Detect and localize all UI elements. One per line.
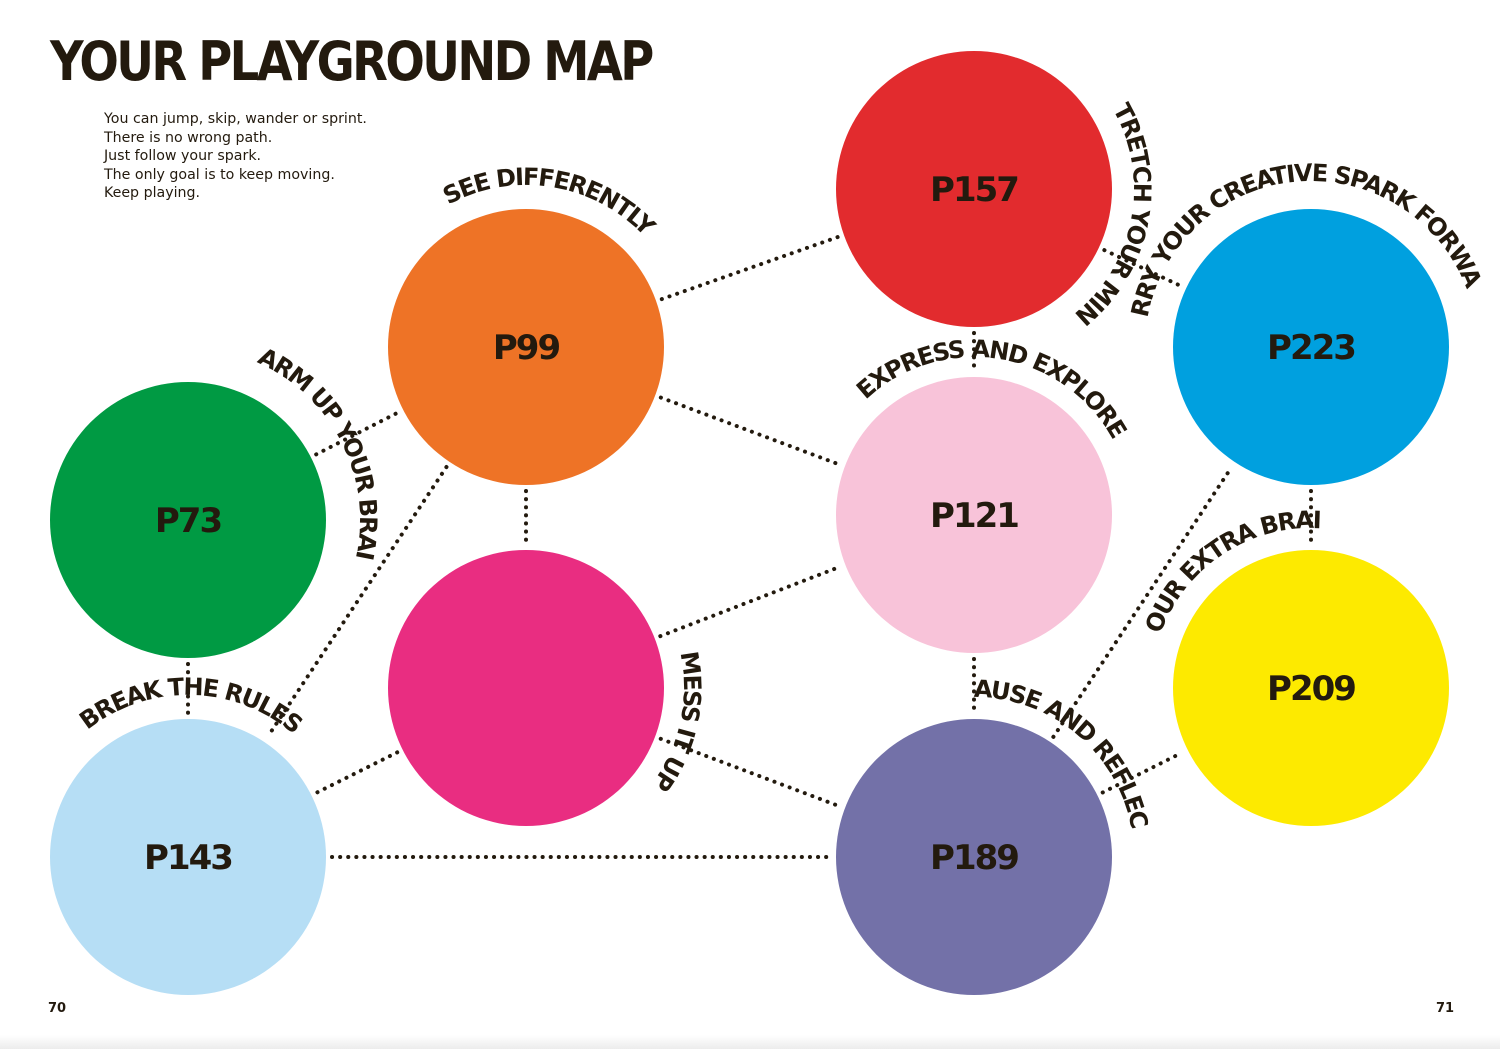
intro-line: There is no wrong path. [104, 129, 273, 146]
node-circle[interactable] [1173, 550, 1449, 826]
node-circle[interactable] [836, 51, 1112, 327]
intro-line: The only goal is to keep moving. [104, 166, 335, 183]
connector-mess-p189 [658, 736, 842, 809]
node-page-label: P121 [930, 496, 1018, 536]
connector-p99-p143 [265, 465, 449, 739]
node-circle[interactable] [388, 209, 664, 485]
node-page-label: P73 [155, 501, 221, 541]
node-page-label: P99 [493, 328, 560, 368]
node-page-label: P157 [930, 170, 1018, 210]
node-page-label: P223 [1267, 328, 1355, 368]
page-number-right: 71 [1436, 1001, 1455, 1016]
connector-p99-p121 [658, 395, 842, 467]
connector-p189-p209 [1100, 750, 1185, 795]
node-circle[interactable] [50, 382, 326, 658]
connector-mess-p143 [314, 750, 400, 795]
intro-text: You can jump, skip, wander or sprint. Th… [104, 110, 367, 203]
connector-group [186, 234, 1313, 859]
connector-p157-p223 [1102, 248, 1183, 288]
node-circle[interactable] [836, 719, 1112, 995]
intro-line: Just follow your spark. [104, 148, 262, 165]
intro-line: You can jump, skip, wander or sprint. [104, 111, 367, 127]
connector-p99-p157 [659, 234, 841, 302]
page-edge-shadow [0, 1035, 1500, 1049]
connector-mess-p121 [658, 564, 842, 639]
node-page-label: P189 [930, 838, 1018, 878]
node-page-label: P209 [1267, 669, 1355, 709]
intro-line: Keep playing. [104, 185, 201, 202]
node-page-label: P143 [144, 838, 232, 878]
connector-p189-p223 [1051, 465, 1234, 739]
node-circle[interactable] [836, 377, 1112, 653]
node-group: P73WARM UP YOUR BRAINP99SEE DIFFERENTLY M… [0, 0, 1489, 995]
page-number-left: 70 [48, 1001, 67, 1016]
node-circle[interactable] [388, 550, 664, 826]
page-title: YOUR PLAYGROUND MAP [50, 30, 654, 93]
node-p73[interactable]: P73WARM UP YOUR BRAIN [0, 0, 384, 658]
connector-p73-p99 [314, 410, 400, 457]
node-mess[interactable]: MESS IT UP [388, 550, 708, 826]
node-circle[interactable] [50, 719, 326, 995]
node-circle[interactable] [1173, 209, 1449, 485]
